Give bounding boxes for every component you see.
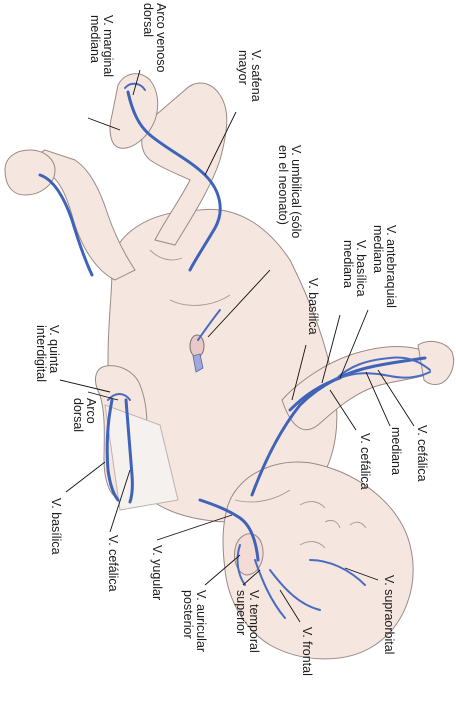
label-v-cefalica-top: V. cefálica xyxy=(415,425,428,482)
leader-basilica-lower xyxy=(66,462,105,492)
label-v-supraorbital: V. supraorbital xyxy=(382,575,395,654)
label-v-frontal: V. frontal xyxy=(300,627,313,676)
label-v-yugular: V. yugular xyxy=(150,545,163,600)
left-foot-shape xyxy=(5,150,55,195)
right-hand-shape xyxy=(418,341,454,384)
umbilicus xyxy=(190,335,204,357)
leader-yugular xyxy=(157,515,232,540)
label-v-cefalica-lower: V. cefálica xyxy=(106,535,119,592)
label-v-basilica-lower: V. basílica xyxy=(49,498,62,555)
label-mediana: mediana xyxy=(389,427,402,475)
label-v-cefalica-mid: V. cefálica xyxy=(358,433,371,490)
label-v-basilica-upper: V. basílica xyxy=(306,278,319,335)
